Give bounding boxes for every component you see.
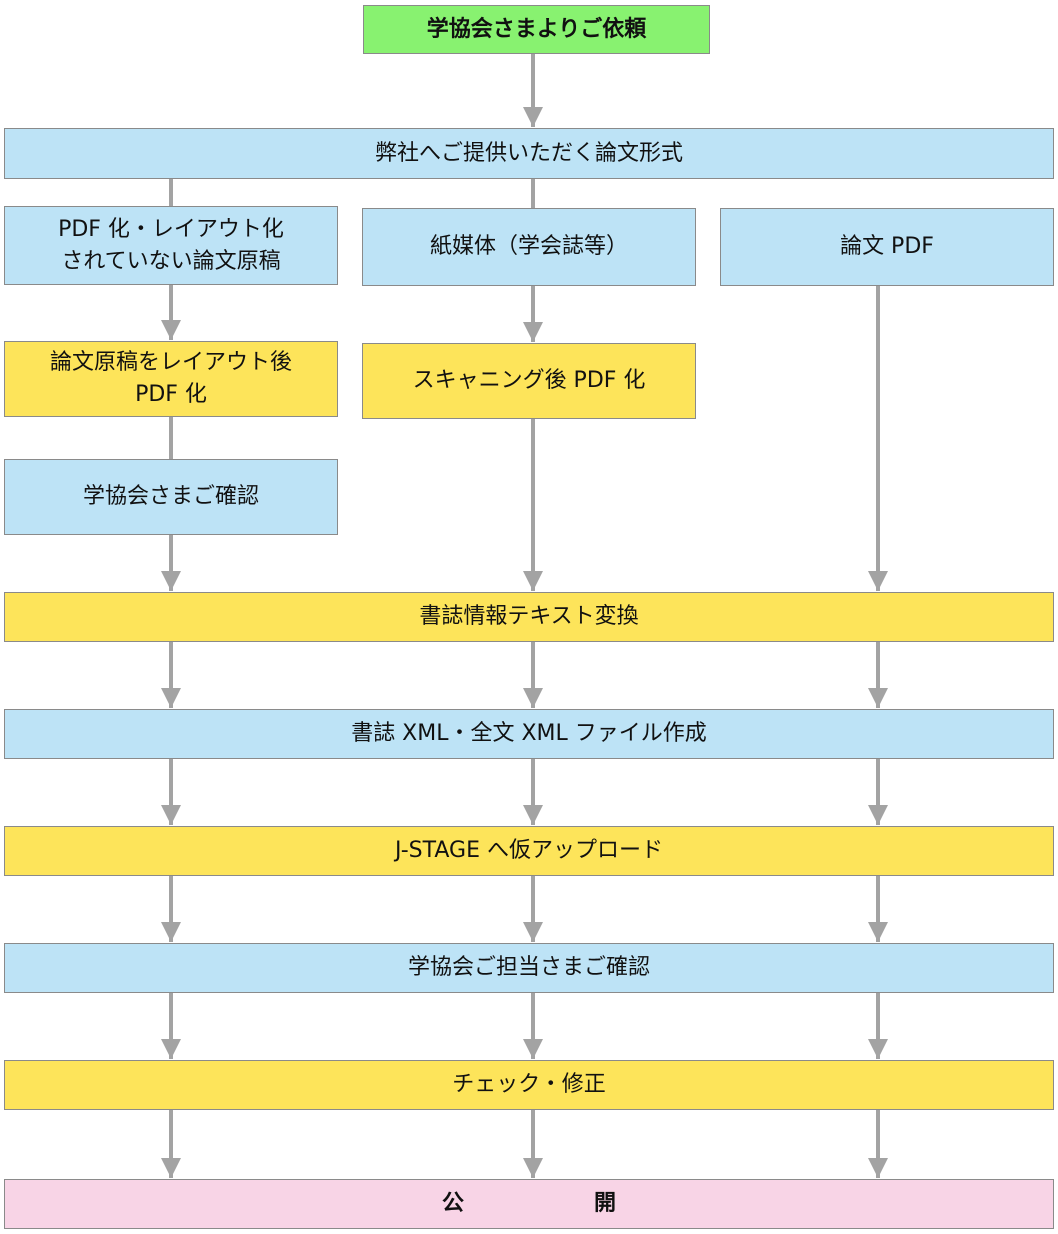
biblio-text-conversion-box: 書誌情報テキスト変換 — [4, 592, 1054, 642]
publish-label: 公開 — [441, 1191, 746, 1216]
request-box: 学協会さまよりご依頼 — [363, 5, 710, 54]
check-fix-box: チェック・修正 — [4, 1060, 1054, 1110]
provided-formats-box: 弊社へご提供いただく論文形式 — [4, 128, 1054, 179]
scan-pdf-box: スキャニング後 PDF 化 — [362, 343, 696, 419]
jstage-upload-box: J-STAGE へ仮アップロード — [4, 826, 1054, 876]
branch-unlaid-manuscript-box: PDF 化・レイアウト化 されていない論文原稿 — [4, 206, 338, 285]
publish-box: 公開 — [4, 1179, 1054, 1229]
layout-pdf-box: 論文原稿をレイアウト後 PDF 化 — [4, 341, 338, 417]
xml-creation-box: 書誌 XML・全文 XML ファイル作成 — [4, 709, 1054, 759]
branch-paper-pdf-box: 論文 PDF — [720, 208, 1054, 286]
society-check-box: 学協会さまご確認 — [4, 459, 338, 535]
staff-check-box: 学協会ご担当さまご確認 — [4, 943, 1054, 993]
branch-print-media-box: 紙媒体（学会誌等） — [362, 208, 696, 286]
